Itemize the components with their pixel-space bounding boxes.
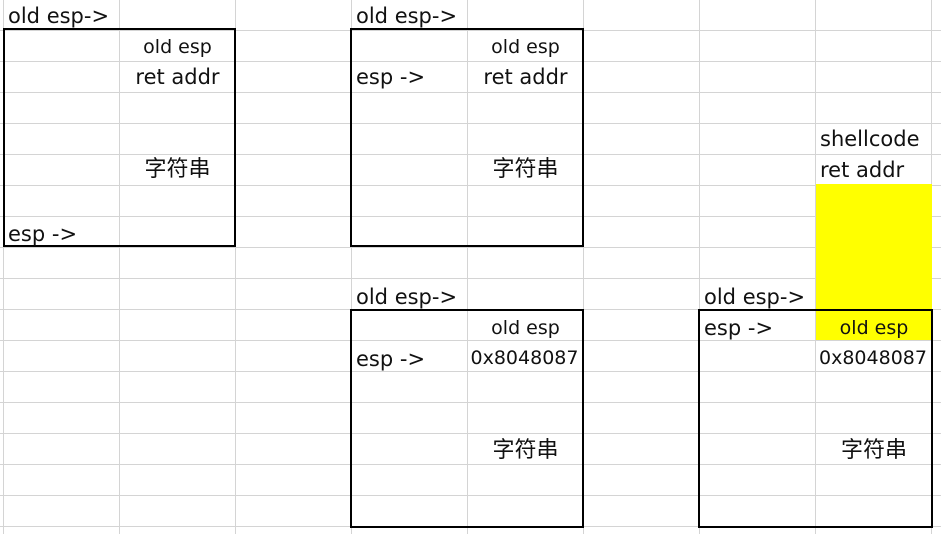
ret-addr-cell: 0x8048087 — [470, 347, 579, 369]
stack-frame-box — [3, 28, 236, 247]
old-esp-arrow-label: old esp-> — [8, 4, 110, 28]
string-buffer-cell: 字符串 — [492, 438, 559, 463]
ret-addr-cell: ret addr — [483, 65, 568, 89]
esp-pointer-label: esp -> — [8, 222, 78, 246]
string-buffer-cell: 字符串 — [144, 157, 211, 182]
esp-pointer-label: esp -> — [704, 316, 774, 340]
stack-frame-box — [698, 309, 933, 528]
esp-pointer-label: esp -> — [356, 65, 426, 89]
highlighted-overflow-region — [816, 184, 932, 340]
string-buffer-cell: 字符串 — [840, 438, 907, 463]
stack-frame-box — [350, 28, 584, 247]
shellcode-label: shellcode — [820, 127, 920, 151]
old-esp-arrow-label: old esp-> — [704, 285, 806, 309]
old-esp-cell: old esp — [491, 317, 560, 339]
string-buffer-cell: 字符串 — [492, 157, 559, 182]
old-esp-arrow-label: old esp-> — [356, 4, 458, 28]
stack-frame-box — [350, 309, 584, 528]
ret-addr-label: ret addr — [820, 158, 905, 182]
old-esp-cell: old esp — [143, 36, 212, 58]
ret-addr-cell: ret addr — [135, 65, 220, 89]
old-esp-cell: old esp — [839, 317, 909, 339]
old-esp-cell: old esp — [491, 36, 560, 58]
esp-pointer-label: esp -> — [356, 347, 426, 371]
old-esp-arrow-label: old esp-> — [356, 285, 458, 309]
ret-addr-cell: 0x8048087 — [819, 347, 927, 369]
